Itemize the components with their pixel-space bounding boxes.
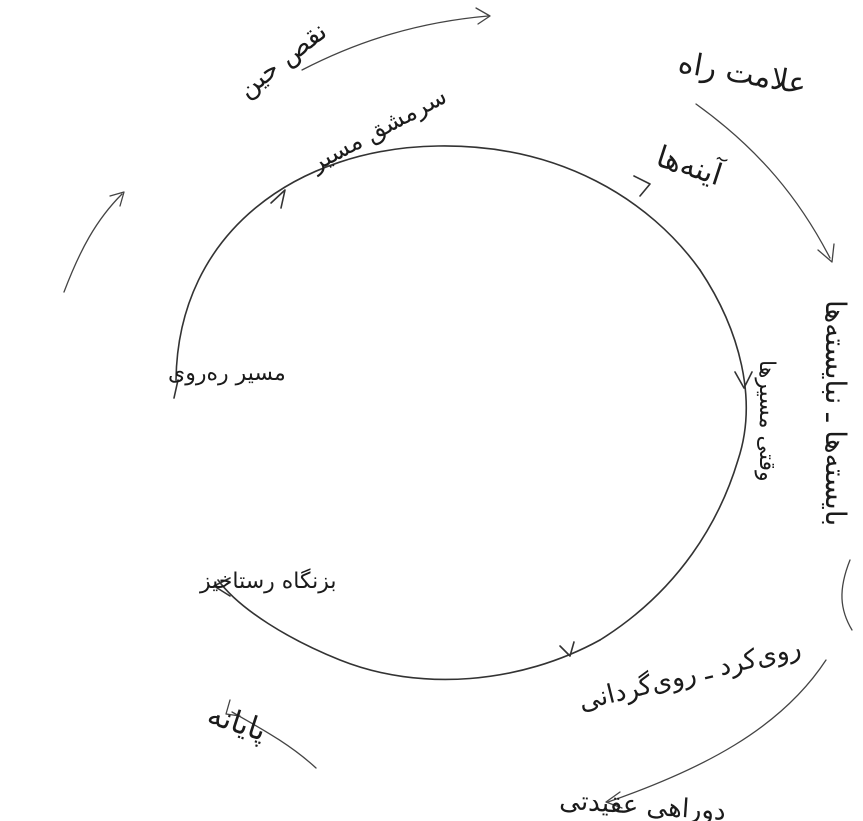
inner-arc-bottom (217, 579, 601, 681)
inner-arrow-left (213, 577, 231, 597)
outer-flow (63, 7, 853, 809)
inner-arrow-start (173, 379, 179, 399)
label-outer-top-left: نقص حین (232, 16, 333, 104)
inner-arrow-top-left (270, 189, 286, 209)
outer-arrow-left (109, 191, 125, 207)
label-inner-top-right: آینه‌ها (652, 138, 728, 193)
outer-arrow-bottom-right (605, 791, 623, 809)
outer-arrow-top (475, 7, 491, 25)
label-far-right: بایسته‌ها ـ نبایسته‌ها (819, 300, 852, 526)
inner-arc-right (599, 269, 747, 641)
outer-arc-left (63, 193, 123, 293)
label-left-lower: بزنگاه رستاخیز (199, 568, 337, 594)
inner-arrow-bottom (559, 641, 575, 657)
inner-arrow-right (734, 371, 753, 389)
outer-arc-top (301, 15, 489, 71)
label-left-middle: مسیر ره‌روی (168, 361, 286, 386)
outer-arrow-bottom-left (225, 699, 241, 717)
label-inner-right: وقتی مسیرها (754, 360, 779, 482)
outer-arc-right (695, 103, 831, 259)
label-bottom-outer: دوراهی عقیدتی (559, 785, 727, 821)
outer-arc-bottom-right (607, 659, 827, 803)
inner-arc-top (175, 145, 701, 381)
inner-arrow-top-right (633, 175, 651, 197)
inner-cycle (173, 145, 753, 681)
outer-arc-bottom-left (231, 711, 317, 769)
outer-arrow-right (817, 243, 835, 263)
label-top-right: علامت راه (676, 45, 810, 102)
labels: علامت راه آینه‌ها سرمشق مسیر نقص حین بای… (168, 16, 852, 821)
label-bottom-inner: روی‌کرد ـ روی‌گردانی (575, 632, 804, 717)
outer-tick-right (841, 559, 853, 631)
label-bottom-left: پایانه (203, 697, 270, 749)
label-inner-top-left: سرمشق مسیر (305, 82, 451, 178)
